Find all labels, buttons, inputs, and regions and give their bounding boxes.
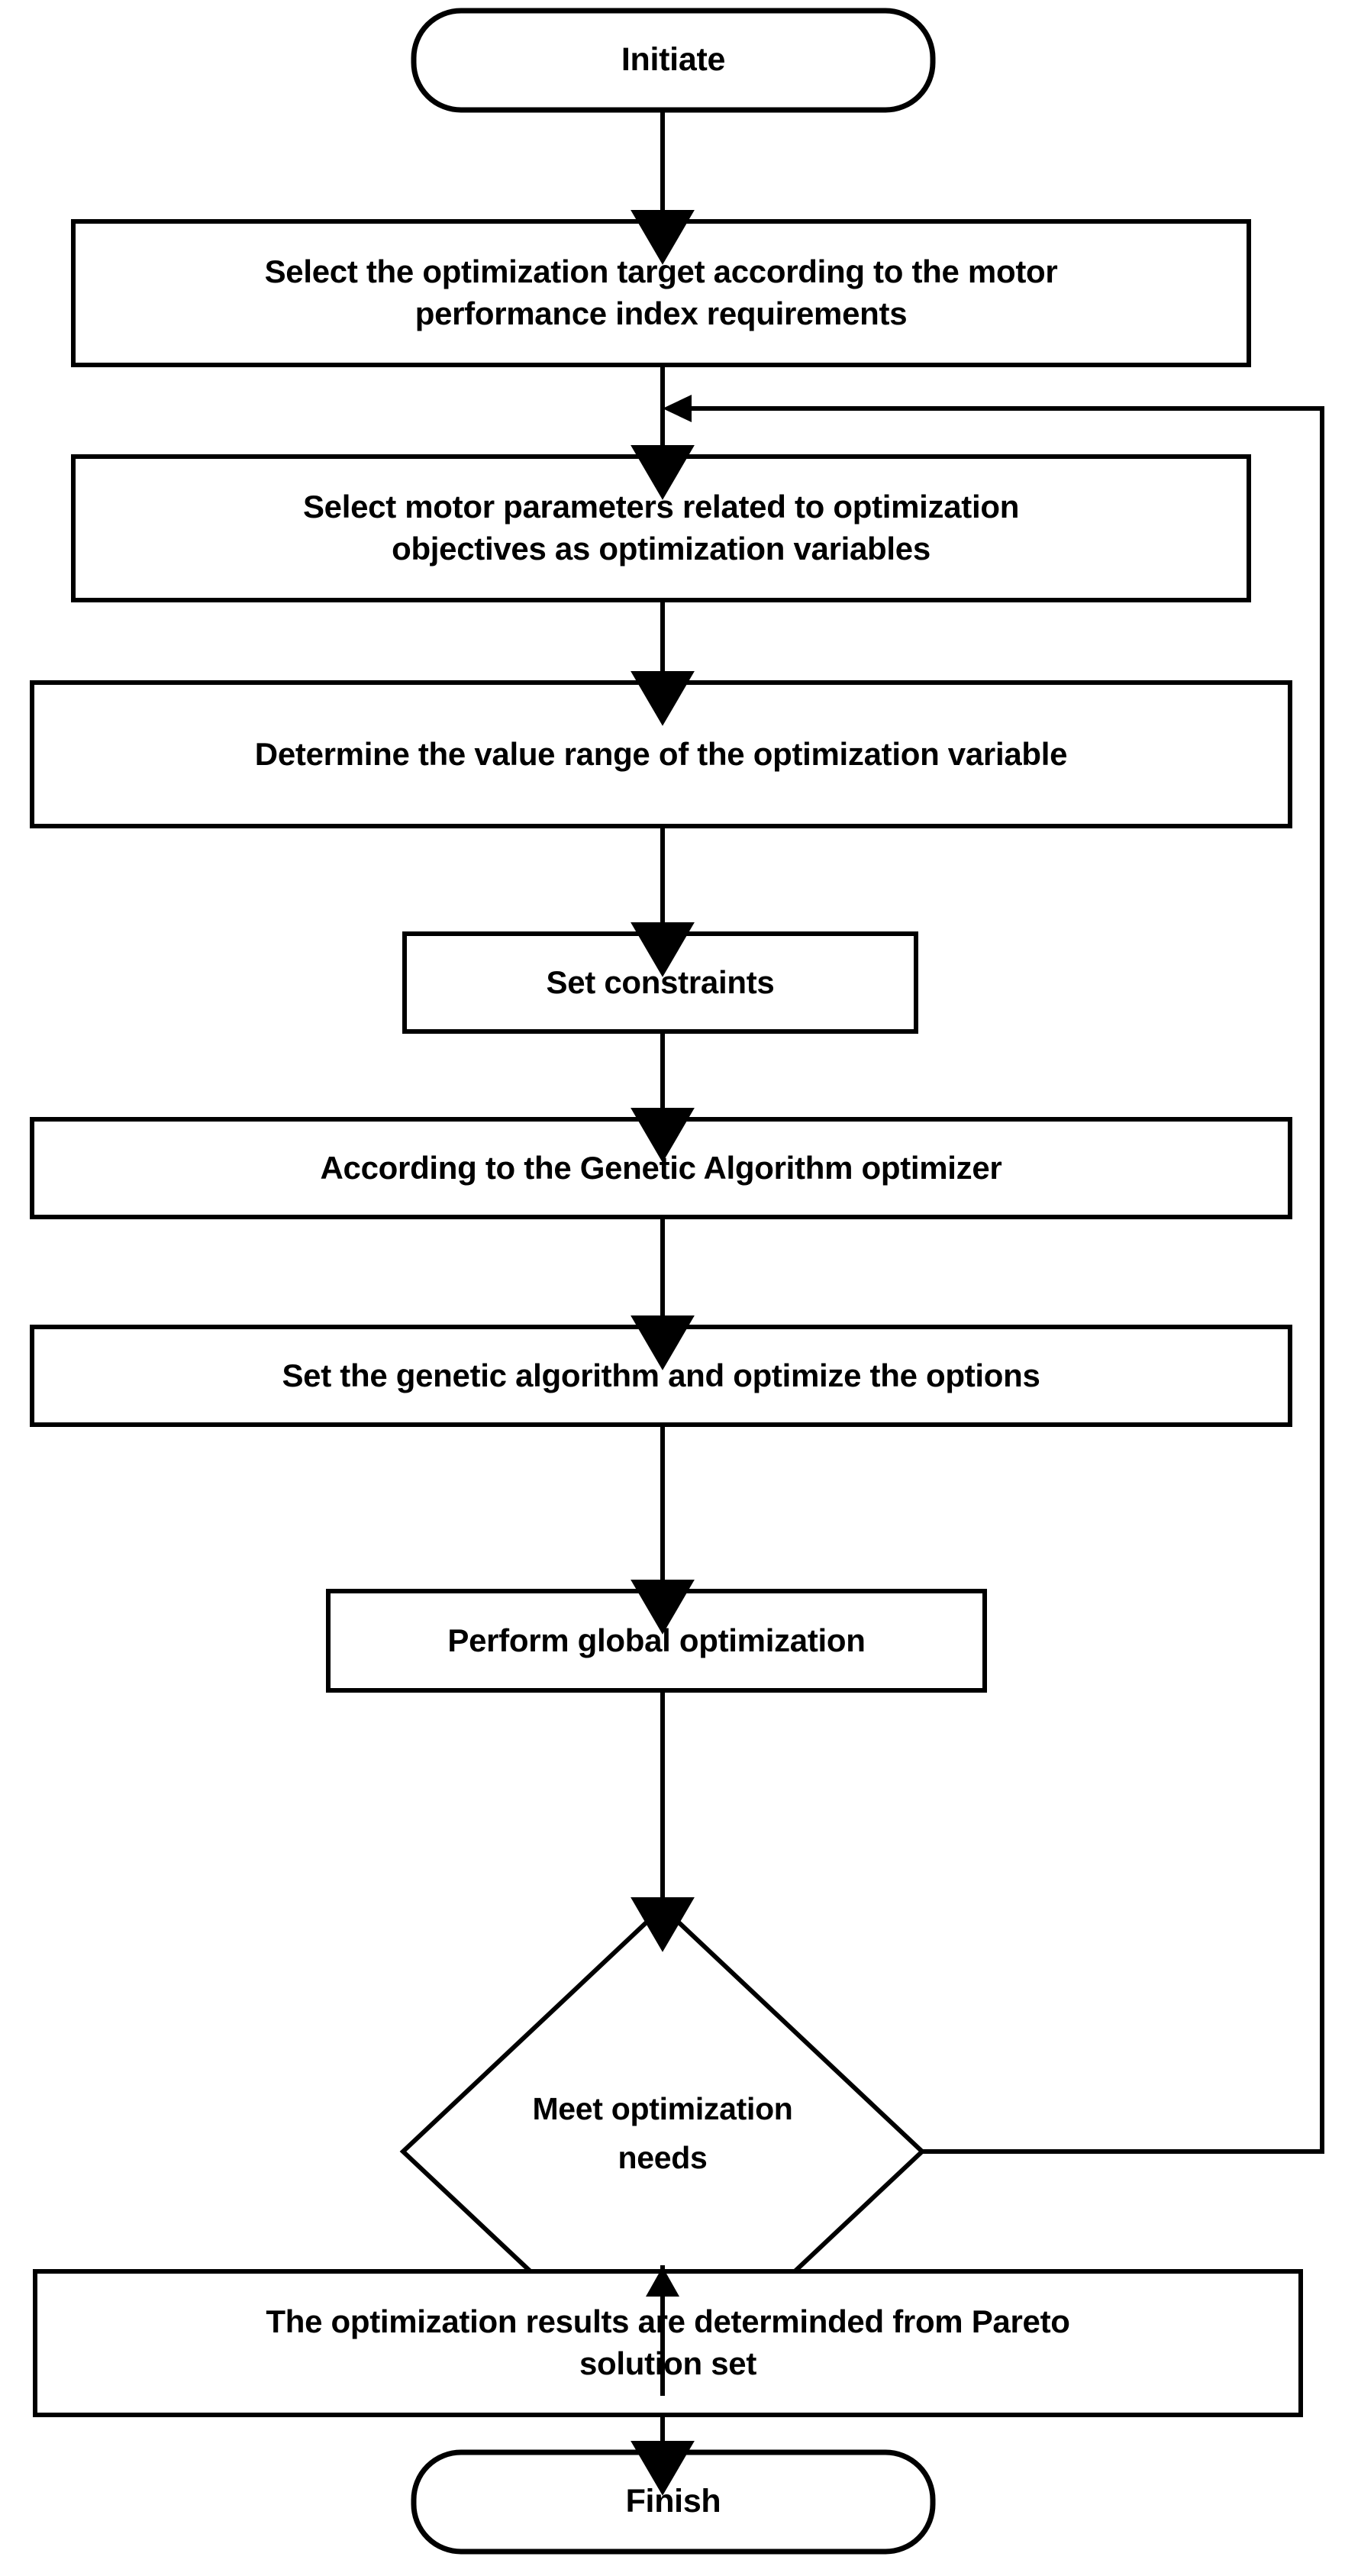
- node-initiate[interactable]: [411, 8, 936, 113]
- edge-decision-down-to-pareto: [646, 2267, 679, 2396]
- edge-feedback-loop: [663, 395, 1324, 2154]
